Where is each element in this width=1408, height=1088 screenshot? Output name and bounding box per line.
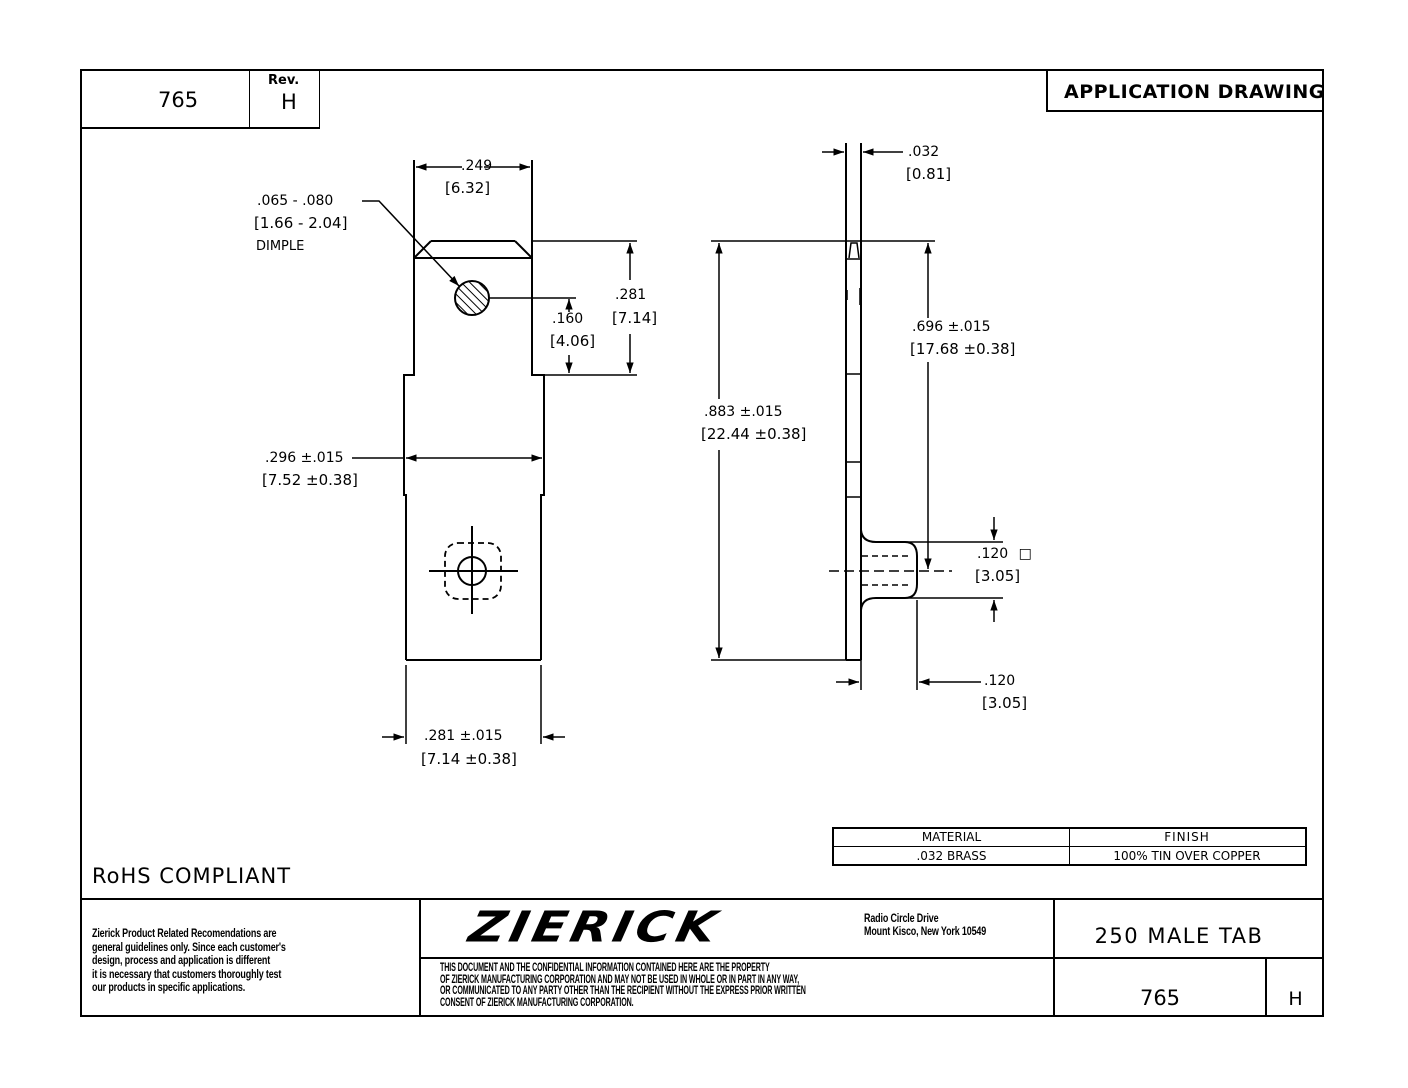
rev-footer: H	[1288, 988, 1303, 1010]
dim-tab-length-inch: .281	[615, 287, 647, 303]
confidential-line: OR COMMUNICATED TO ANY PARTY OTHER THAN …	[440, 985, 806, 997]
dim-shoulder-width-mm: [7.52 ±0.38]	[262, 471, 358, 489]
dim-to-hole-mm: [17.68 ±0.38]	[910, 340, 1016, 358]
confidential-line: CONSENT OF ZIERICK MANUFACTURING CORPORA…	[440, 996, 634, 1009]
part-number-footer: 765	[1139, 986, 1181, 1010]
dim-tab-length-mm: [7.14]	[612, 309, 658, 327]
drawing-type-cell	[1046, 69, 1324, 112]
dim-to-hole-inch: .696 ±.015	[912, 319, 991, 335]
side-view-outline	[711, 143, 1003, 690]
finish-value: 100% TIN OVER COPPER	[1113, 849, 1261, 863]
square-symbol-icon: □	[1018, 546, 1032, 562]
disclaimer-line: Zierick Product Related Recomendations a…	[92, 928, 277, 940]
confidential-notice: THIS DOCUMENT AND THE CONFIDENTIAL INFOR…	[440, 962, 1030, 1009]
dim-overall-length-mm: [22.44 ±0.38]	[701, 425, 807, 443]
front-view-outline	[352, 160, 637, 744]
dim-overall-length-inch: .883 ±.015	[704, 404, 783, 420]
rev-cell	[249, 69, 320, 129]
dim-dimple-mm: [1.66 - 2.04]	[254, 214, 348, 232]
spec-table-divider-v	[1069, 829, 1070, 864]
address-line-2: Mount Kisco, New York 10549	[864, 926, 987, 938]
drawing-type-label: APPLICATION DRAWING	[1064, 81, 1325, 103]
dim-dimple-offset-mm: [4.06]	[550, 332, 596, 350]
footer-block	[80, 898, 1324, 1017]
rohs-label: RoHS COMPLIANT	[92, 864, 292, 888]
disclaimer-line: our products in specific applications.	[92, 982, 246, 994]
boss-square-value: .120	[977, 546, 1009, 562]
dim-shoulder-width-inch: .296 ±.015	[265, 450, 344, 466]
dim-width-top-mm: [6.32]	[445, 179, 491, 197]
dim-dimple-inch: .065 - .080	[257, 193, 334, 209]
dim-base-width-inch: .281 ±.015	[424, 728, 503, 744]
rev-label: Rev.	[268, 73, 300, 88]
part-description: 250 MALE TAB	[1094, 924, 1264, 948]
drawing-sheet	[80, 69, 1324, 1017]
company-address: Radio Circle Drive Mount Kisco, New York…	[864, 913, 1021, 939]
dim-boss-height-inch: .120	[984, 673, 1016, 689]
footer-divider-rev	[1265, 957, 1267, 1017]
dim-thickness-inch: .032	[908, 144, 940, 160]
dimple-label: DIMPLE	[256, 239, 305, 254]
finish-header: FINISH	[1164, 830, 1210, 844]
dim-boss-square-mm: [3.05]	[975, 567, 1021, 585]
dim-boss-height-mm: [3.05]	[982, 694, 1028, 712]
part-number-top: 765	[158, 88, 199, 112]
address-line-1: Radio Circle Drive	[864, 913, 939, 925]
spec-table: MATERIAL FINISH .032 BRASS 100% TIN OVER…	[832, 827, 1307, 866]
rev-value-top: H	[281, 90, 297, 114]
dim-base-width-mm: [7.14 ±0.38]	[421, 750, 517, 768]
disclaimer-line: it is necessary that customers thoroughl…	[92, 968, 282, 981]
material-value: .032 BRASS	[916, 849, 987, 863]
material-header: MATERIAL	[921, 830, 982, 844]
confidential-line: OF ZIERICK MANUFACTURING CORPORATION AND…	[440, 973, 800, 986]
disclaimer-line: general guidelines only. Since each cust…	[92, 941, 286, 954]
disclaimer-line: design, process and application is diffe…	[92, 955, 271, 967]
company-logo: ZIERICK	[464, 902, 725, 952]
dim-boss-square-inch: .120 □	[977, 546, 1032, 562]
part-number-cell	[80, 69, 250, 129]
disclaimer-text: Zierick Product Related Recomendations a…	[92, 928, 412, 996]
dim-dimple-offset-inch: .160	[552, 311, 584, 327]
dim-thickness-mm: [0.81]	[906, 165, 952, 183]
footer-divider-h	[419, 957, 1324, 959]
dim-width-top-inch: .249	[461, 158, 493, 174]
confidential-line: THIS DOCUMENT AND THE CONFIDENTIAL INFOR…	[440, 962, 770, 974]
